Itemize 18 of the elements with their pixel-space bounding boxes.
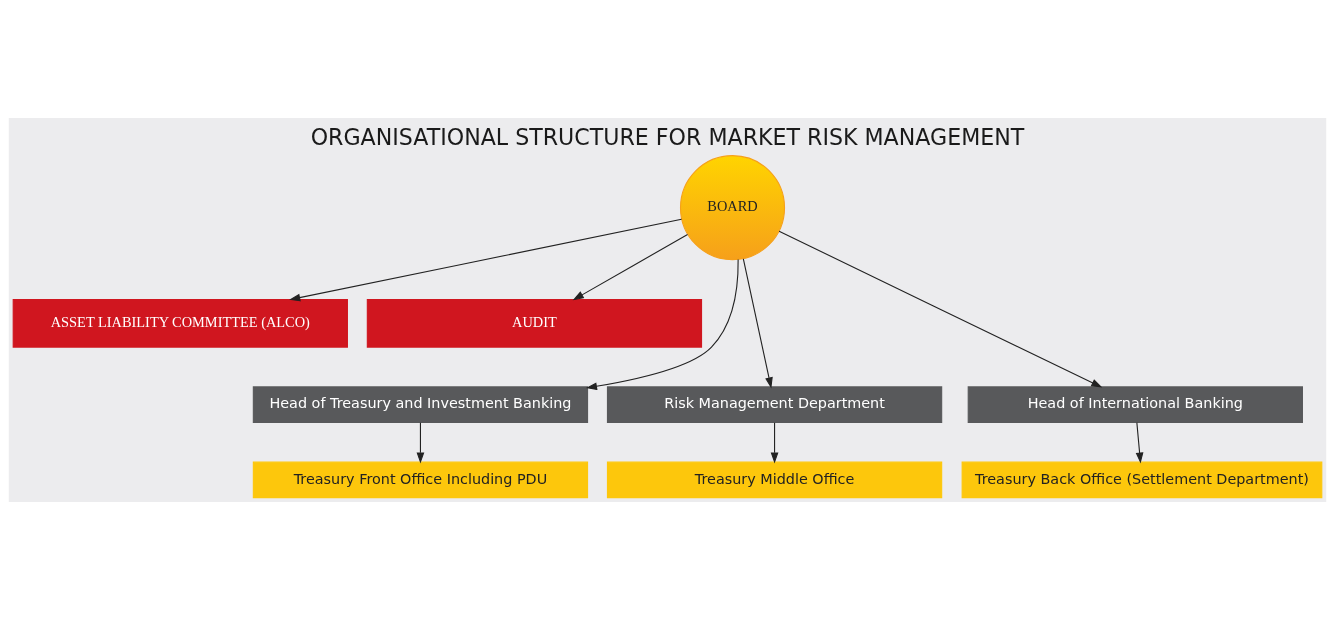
arrow <box>742 258 773 389</box>
arrow <box>778 230 1103 388</box>
arrow <box>289 218 683 302</box>
node-circle: BOARD <box>679 155 786 261</box>
arrow <box>1135 422 1144 464</box>
node-box: Treasury Middle Office <box>606 461 943 499</box>
arrow <box>416 422 425 464</box>
arrow <box>770 422 779 464</box>
node-box: ASSET LIABILITY COMMITTEE (ALCO) <box>12 298 348 348</box>
arrow <box>572 233 689 301</box>
arrow <box>585 258 739 391</box>
node-box: Treasury Back Office (Settlement Department) <box>961 461 1323 499</box>
node-box: Treasury Front Office Including PDU <box>252 461 589 499</box>
node-box: Head of Treasury and Investment Banking <box>252 386 589 423</box>
node-box: Risk Management Department <box>606 386 943 423</box>
diagram-title: ORGANISATIONAL STRUCTURE FOR MARKET RISK MANAGEMENT <box>310 123 1025 150</box>
node-box: AUDIT <box>366 298 703 348</box>
node-box: Head of International Banking <box>967 386 1303 423</box>
